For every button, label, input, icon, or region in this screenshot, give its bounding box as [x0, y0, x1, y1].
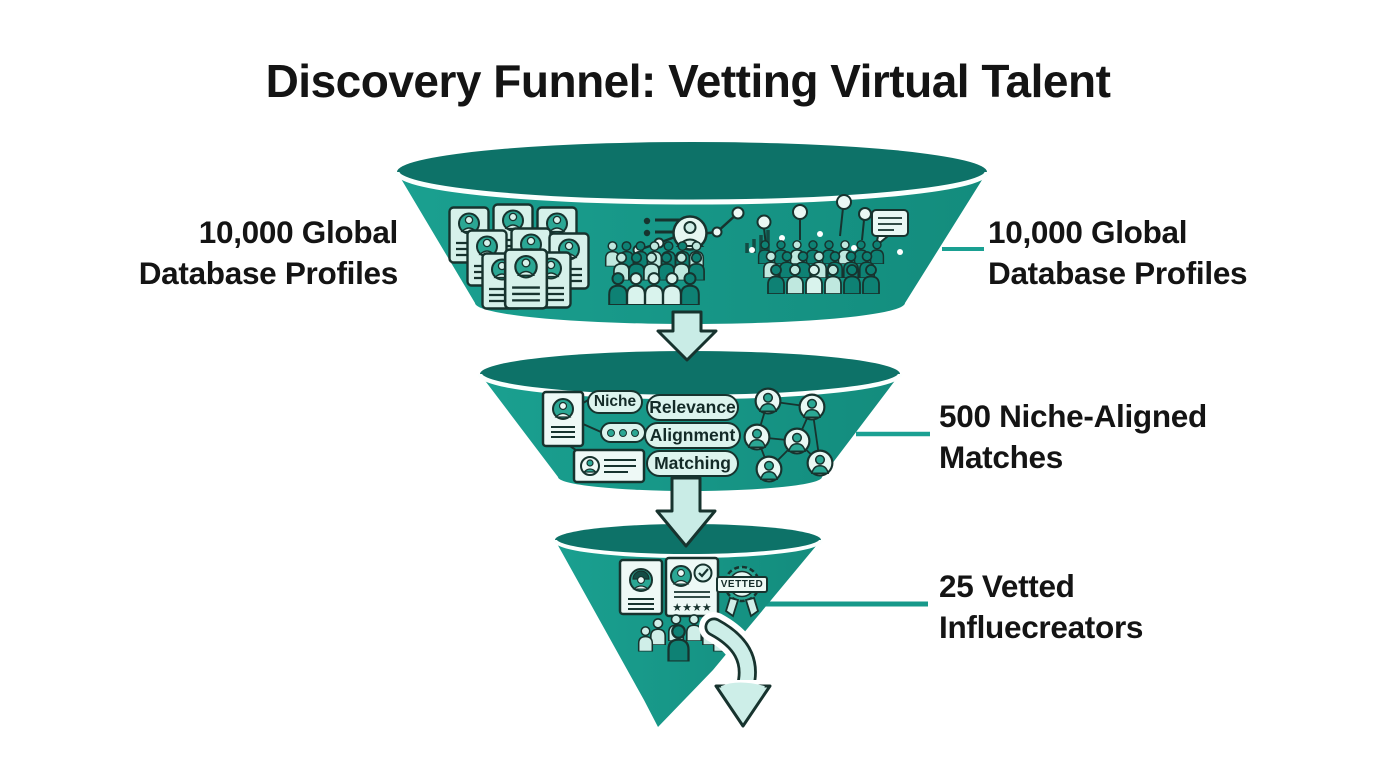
speech-bubble-icon: [871, 209, 909, 249]
stage1-right-label: 10,000 Global Database Profiles: [988, 212, 1368, 294]
female-profile-card-icon: [618, 558, 664, 616]
niche-tag-pill: Niche: [587, 390, 643, 414]
vetted-badge-label: VETTED: [716, 576, 768, 593]
stage1-left-label-line1: 10,000 Global: [198, 214, 399, 250]
stage2-right-label-line1: 500 Niche-Aligned: [939, 398, 1207, 434]
dots-pill-icon: [600, 422, 646, 443]
stage2-right-label-line2: Matches: [939, 439, 1063, 475]
page-title: Discovery Funnel: Vetting Virtual Talent: [265, 55, 1111, 107]
stage1-left-label-line2: Database Profiles: [138, 255, 399, 291]
connection-network-icon: [743, 387, 834, 483]
stage3-right-label-line2: Influecreators: [939, 609, 1144, 645]
mini-profile-card-icon: [572, 448, 646, 484]
profile-card-icon: [541, 390, 602, 454]
stage1-right-label-line2: Database Profiles: [988, 255, 1248, 291]
funnel-stage3-shape: [553, 524, 823, 727]
matching-pill: Matching: [646, 450, 739, 477]
alignment-pill: Alignment: [644, 422, 741, 449]
curved-down-arrow-icon: [699, 612, 776, 732]
stage1-left-label: 10,000 Global Database Profiles: [40, 212, 399, 294]
network-pins-crowd-icon: [749, 194, 909, 294]
rated-profile-card-icon: ★★★★: [664, 556, 720, 618]
stage2-right-label: 500 Niche-Aligned Matches: [939, 396, 1339, 478]
stage1-right-label-line1: 10,000 Global: [988, 214, 1188, 250]
stage3-right-label: 25 Vetted Influecreators: [939, 566, 1339, 648]
star-rating: ★★★★: [672, 601, 712, 614]
relevance-pill: Relevance: [646, 394, 739, 421]
stage3-right-label-line1: 25 Vetted: [939, 568, 1075, 604]
down-arrow-icon: [656, 310, 718, 362]
down-arrow-icon: [655, 476, 717, 548]
